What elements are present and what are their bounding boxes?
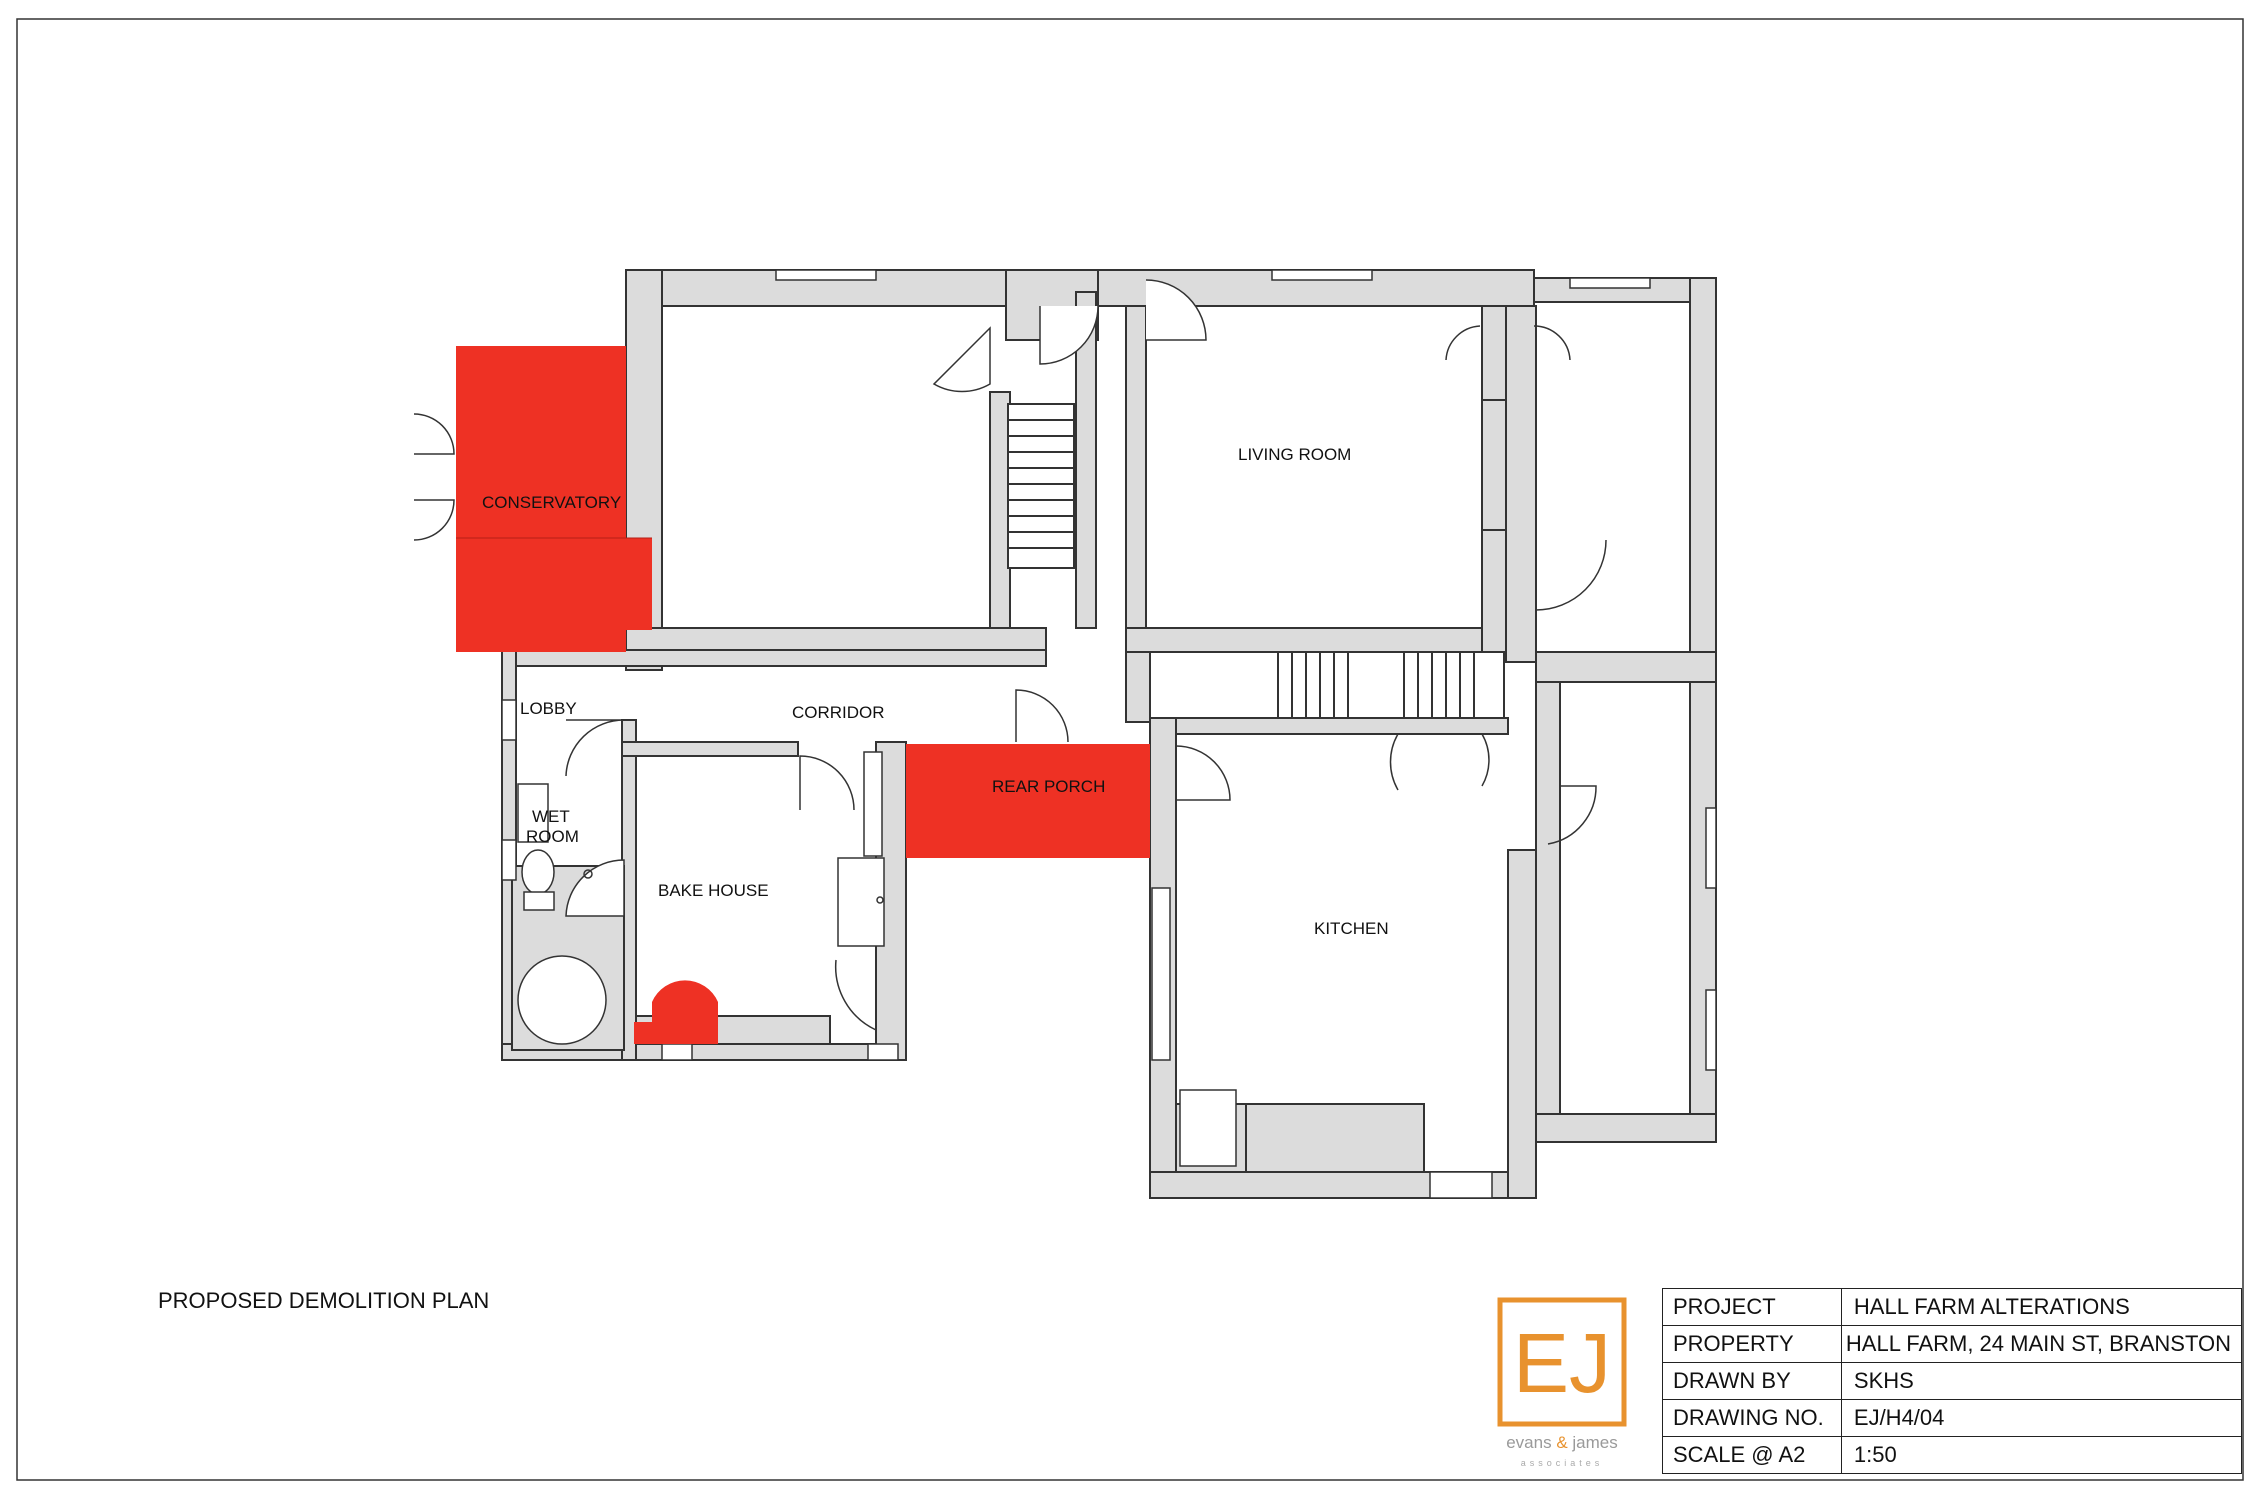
logo-monogram: EJ: [1513, 1316, 1611, 1410]
rear-porch-demolition: [906, 744, 1150, 858]
title-block-row-drawn-by: DRAWN BY SKHS: [1662, 1362, 2243, 1400]
label-room: ROOM: [526, 827, 579, 846]
label-wet: WET: [532, 807, 570, 826]
label-conservatory: CONSERVATORY: [482, 493, 621, 512]
scale-value: 1:50: [1840, 1436, 2243, 1474]
floor-plan: [413, 269, 1717, 1199]
door-swings: [413, 279, 1607, 1032]
windows: [501, 269, 1717, 1199]
scale-label: SCALE @ A2: [1662, 1436, 1842, 1474]
drawn-by-label: DRAWN BY: [1662, 1362, 1842, 1400]
property-value: HALL FARM, 24 MAIN ST, BRANSTON: [1840, 1325, 2243, 1363]
demolition-areas: [456, 346, 1150, 1044]
drawn-by-value: SKHS: [1840, 1362, 2243, 1400]
title-block: PROJECT HALL FARM ALTERATIONS PROPERTY H…: [1662, 1288, 2243, 1474]
label-kitchen: KITCHEN: [1314, 919, 1389, 938]
drawing-no-label: DRAWING NO.: [1662, 1399, 1842, 1437]
logo-brand: evans & james: [1506, 1433, 1618, 1452]
drawing-no-value: EJ/H4/04: [1840, 1399, 2243, 1437]
logo-subtitle: associates: [1521, 1458, 1604, 1468]
company-logo: EJ evans & james associates: [1497, 1297, 1627, 1468]
oven-demolition: [634, 980, 718, 1044]
label-lobby: LOBBY: [520, 699, 577, 718]
conservatory-wall-demolition: [456, 538, 652, 630]
title-block-row-drawing-no: DRAWING NO. EJ/H4/04: [1662, 1399, 2243, 1437]
label-living-room: LIVING ROOM: [1238, 445, 1351, 464]
project-value: HALL FARM ALTERATIONS: [1840, 1288, 2243, 1326]
sheet-border: [16, 18, 2244, 1481]
room-labels: CONSERVATORY LIVING ROOM LOBBY CORRIDOR …: [482, 445, 1389, 938]
label-bake-house: BAKE HOUSE: [658, 881, 769, 900]
property-label: PROPERTY: [1662, 1325, 1842, 1363]
label-rear-porch: REAR PORCH: [992, 777, 1105, 796]
title-block-row-property: PROPERTY HALL FARM, 24 MAIN ST, BRANSTON: [1662, 1325, 2243, 1363]
logo-frame: [1497, 1297, 1627, 1427]
title-block-row-scale: SCALE @ A2 1:50: [1662, 1436, 2243, 1474]
label-corridor: CORRIDOR: [792, 703, 885, 722]
fixtures: [517, 751, 1237, 1167]
project-label: PROJECT: [1662, 1288, 1842, 1326]
plan-title: PROPOSED DEMOLITION PLAN: [158, 1288, 490, 1313]
main-staircase: [1007, 403, 1075, 569]
landing-steps: [1277, 651, 1505, 719]
title-block-row-project: PROJECT HALL FARM ALTERATIONS: [1662, 1288, 2243, 1326]
